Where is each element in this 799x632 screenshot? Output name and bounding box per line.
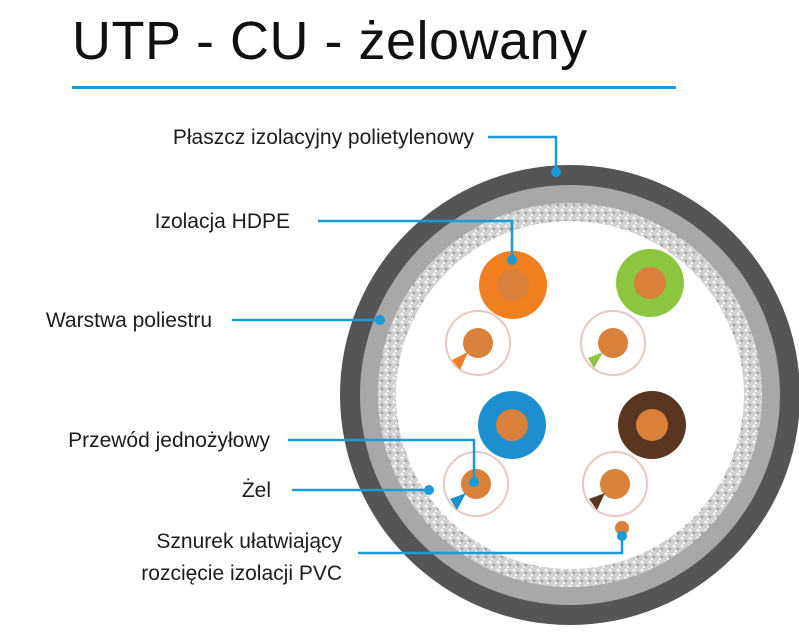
- label-polyester: Warstwa poliestru: [46, 309, 212, 332]
- callout-dots: [375, 167, 627, 541]
- pair-orange: [445, 251, 547, 376]
- gel-filled-core: [396, 221, 744, 569]
- pair-green: [580, 249, 684, 376]
- label-ripcord-line1: Sznurek ułatwiający: [156, 530, 342, 553]
- pair-brown: [582, 391, 686, 517]
- callout-conductor-line: [288, 438, 476, 482]
- ripcord-strand: [615, 521, 629, 535]
- callout-jacket-line: [488, 135, 558, 172]
- label-gel: Żel: [242, 479, 271, 502]
- title-underline: [72, 86, 676, 89]
- callout-lines: [232, 135, 624, 555]
- page-title: UTP - CU - żelowany: [72, 11, 588, 71]
- label-jacket: Płaszcz izolacyjny polietylenowy: [173, 126, 475, 149]
- label-ripcord-line2: rozcięcie izolacji PVC: [141, 562, 342, 585]
- callout-ripcord-line: [358, 536, 624, 555]
- label-conductor: Przewód jednożyłowy: [68, 429, 270, 452]
- callout-hdpe-line: [318, 219, 514, 260]
- label-hdpe: Izolacja HDPE: [155, 210, 290, 233]
